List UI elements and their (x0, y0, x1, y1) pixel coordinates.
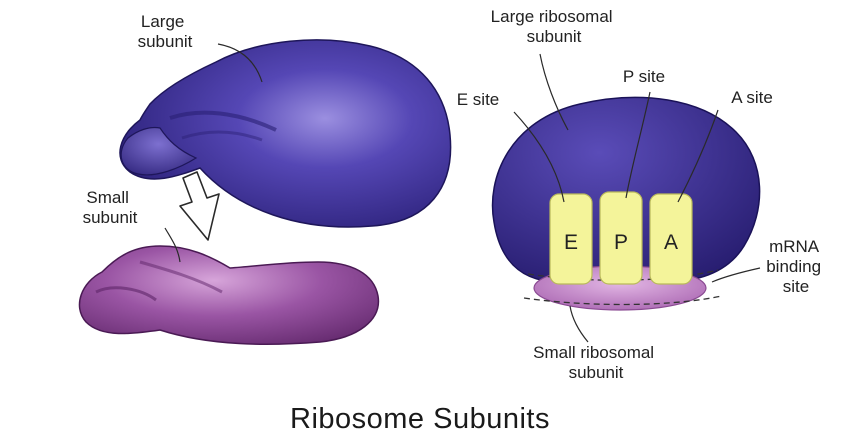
e-site-label: E site (457, 90, 500, 109)
mrna-binding-site-label-line1: mRNA (769, 237, 820, 256)
mrna-binding-site-label-line2: binding (766, 257, 821, 276)
large-ribosomal-subunit-label-line1: Large ribosomal (491, 7, 613, 26)
e-site-box: E (550, 194, 592, 284)
large-subunit-label: Large subunit (138, 12, 193, 51)
diagram-title: Ribosome Subunits (290, 403, 550, 435)
large-subunit-shape (120, 40, 451, 227)
small-ribosomal-subunit-label-line2: subunit (569, 363, 624, 382)
small-subunit-label-line1: Small (86, 188, 129, 207)
p-site-label: P site (623, 67, 665, 86)
small-ribosomal-subunit-label: Small ribosomal subunit (533, 343, 659, 382)
large-subunit-label-line1: Large (141, 12, 184, 31)
a-site-letter: A (664, 231, 678, 254)
large-ribosomal-subunit-label: Large ribosomal subunit (491, 7, 618, 46)
e-site-letter: E (564, 231, 578, 254)
mrna-binding-site-label-line3: site (783, 277, 809, 296)
assembly-arrow-icon (180, 172, 219, 240)
small-ribosomal-subunit-label-line1: Small ribosomal (533, 343, 654, 362)
a-site-label: A site (731, 88, 773, 107)
a-site-box: A (650, 194, 692, 284)
p-site-letter: P (614, 231, 628, 254)
large-subunit-label-line2: subunit (138, 32, 193, 51)
small-subunit-label-line2: subunit (83, 208, 138, 227)
p-site-box: P (600, 192, 642, 284)
small-subunit-label: Small subunit (83, 188, 138, 227)
mrna-binding-site-label: mRNA binding site (766, 237, 826, 296)
large-ribosomal-subunit-label-line2: subunit (527, 27, 582, 46)
small-subunit-shape (79, 246, 378, 344)
